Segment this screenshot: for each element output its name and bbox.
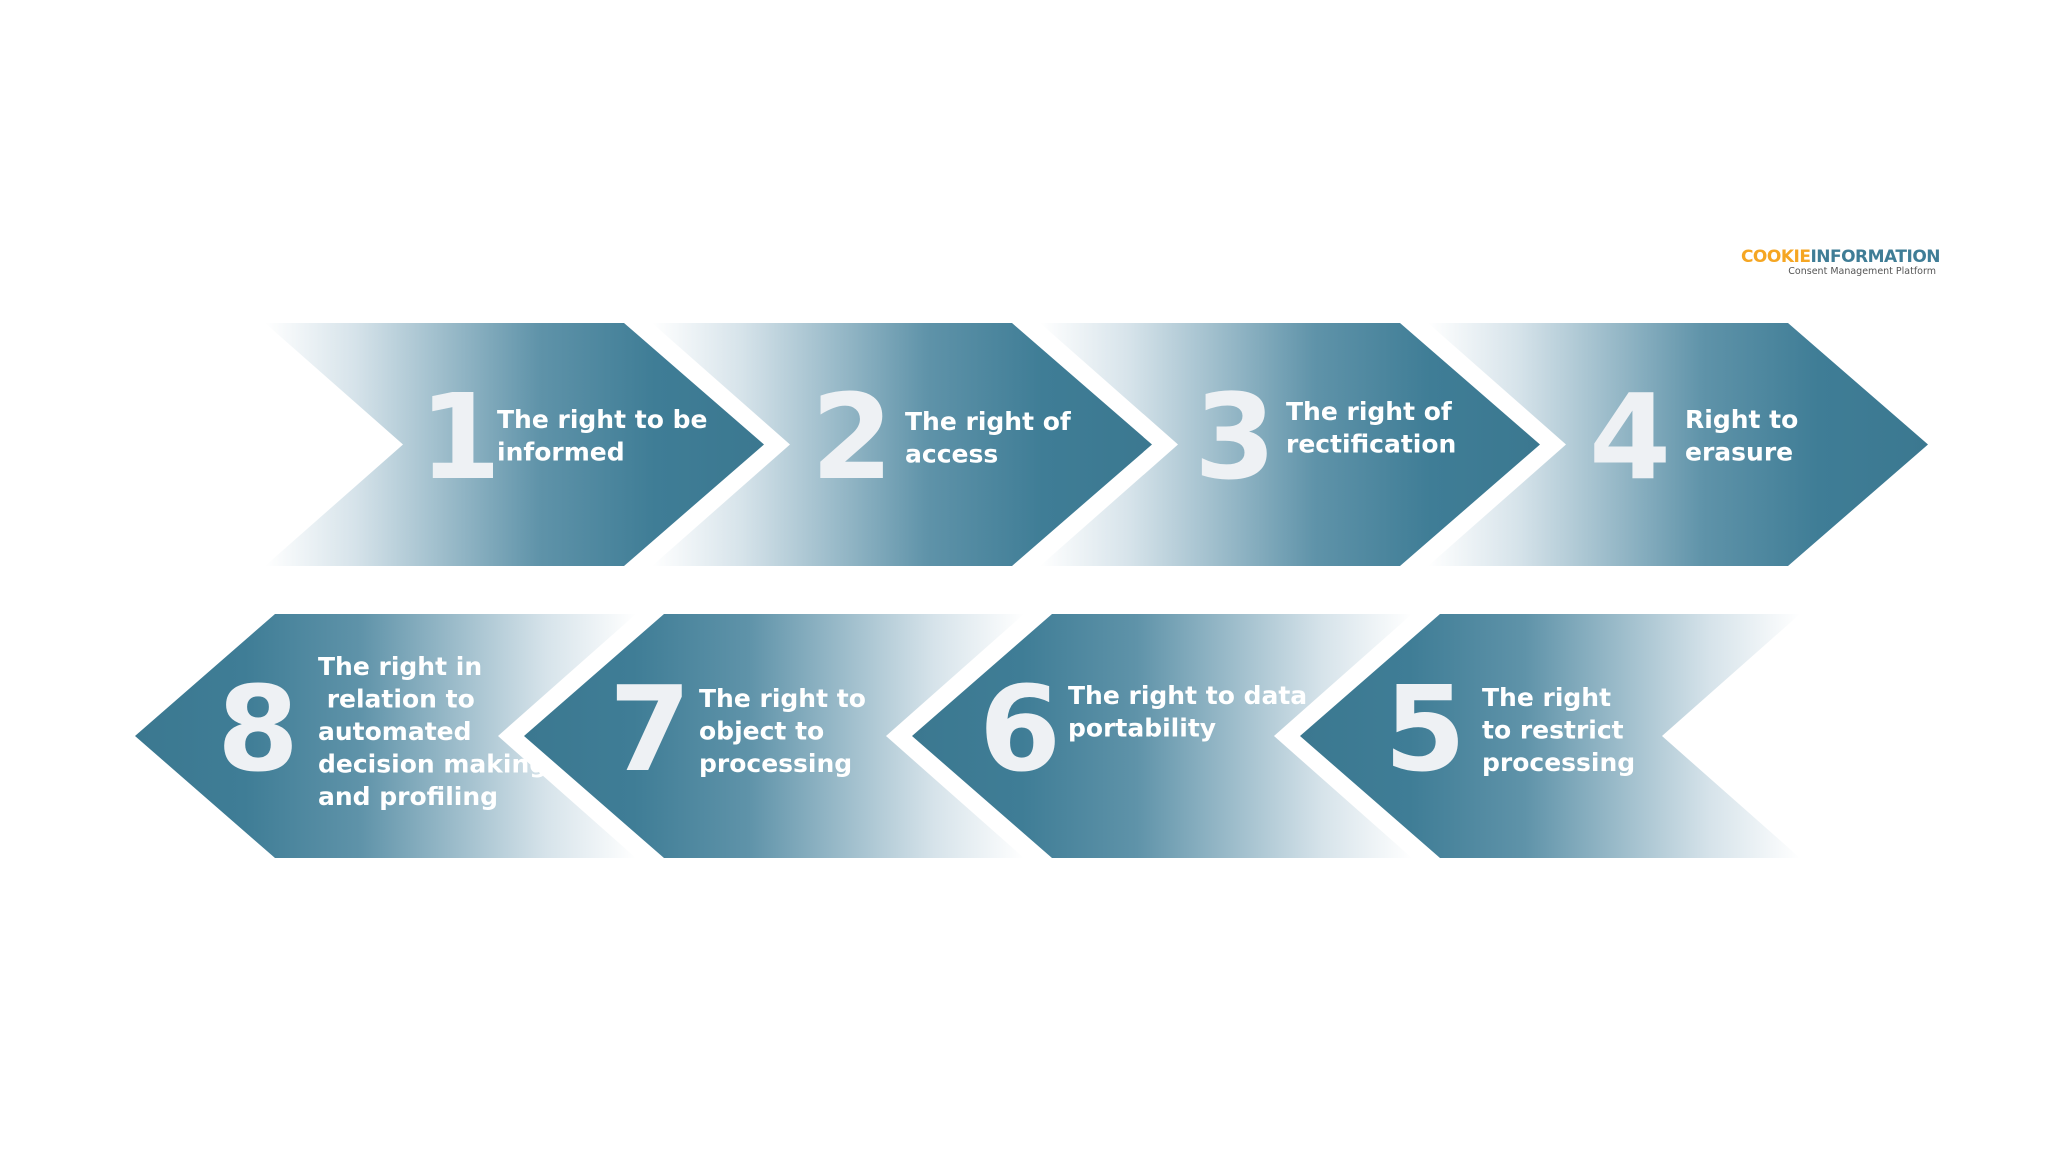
logo-wordmark: COOKIEINFORMATION xyxy=(1740,247,1941,267)
arrow-step-1 xyxy=(265,323,764,566)
step-8-number: 8 xyxy=(217,660,299,798)
step-1-label-line: The right to be xyxy=(497,405,707,434)
cookie-information-logo: COOKIEINFORMATION Consent Management Pla… xyxy=(1740,247,1941,277)
step-8-label-line: and profiling xyxy=(318,782,498,811)
step-7-label: The right to object to processing xyxy=(699,684,866,778)
step-6-label-line: The right to data xyxy=(1068,681,1307,710)
step-8-label-line: decision making xyxy=(318,750,547,779)
step-5-label-line: processing xyxy=(1482,748,1635,777)
step-2-label-line: The right of xyxy=(905,407,1072,436)
step-5-label: The right to restrict processing xyxy=(1482,683,1635,777)
arrow-step-8 xyxy=(135,614,636,858)
arrows-layer xyxy=(135,323,1928,858)
step-1-label-line: informed xyxy=(497,438,625,467)
arrow-step-6 xyxy=(912,614,1412,858)
arrow-step-4 xyxy=(1428,323,1928,566)
step-8-label-line: automated xyxy=(318,717,472,746)
logo-word-cookie: COOKIE xyxy=(1740,247,1811,267)
step-8-label-line: The right in xyxy=(318,652,482,681)
step-7-label-line: The right to xyxy=(699,684,866,713)
step-2-number: 2 xyxy=(811,368,893,506)
arrow-step-7 xyxy=(524,614,1024,858)
step-7-label-line: object to xyxy=(699,717,824,746)
step-5-label-line: to restrict xyxy=(1482,716,1624,745)
step-4-label: Right to erasure xyxy=(1685,405,1798,467)
step-7-number: 7 xyxy=(609,660,691,798)
step-3-label-line: rectification xyxy=(1286,430,1456,459)
arrow-step-2 xyxy=(652,323,1152,566)
step-8-label: The right in relation to automated decisio… xyxy=(318,652,547,811)
step-3-label-line: The right of xyxy=(1286,397,1453,426)
step-2-label-line: access xyxy=(905,440,998,469)
step-3-number: 3 xyxy=(1194,368,1276,506)
logo-tagline: Consent Management Platform xyxy=(1788,266,1936,277)
arrow-step-3 xyxy=(1040,323,1540,566)
step-1-label: The right to be informed xyxy=(497,405,707,467)
step-2-label: The right of access xyxy=(905,407,1072,469)
step-1-number: 1 xyxy=(419,368,501,506)
step-6-label-line: portability xyxy=(1068,714,1216,743)
step-4-label-line: erasure xyxy=(1685,438,1793,467)
arrow-step-5 xyxy=(1300,614,1800,858)
step-7-label-line: processing xyxy=(699,749,852,778)
step-6-label: The right to data portability xyxy=(1068,681,1307,743)
logo-word-information: INFORMATION xyxy=(1810,247,1940,267)
step-5-number: 5 xyxy=(1384,660,1466,798)
step-6-number: 6 xyxy=(979,660,1061,798)
step-4-number: 4 xyxy=(1589,368,1671,506)
step-4-label-line: Right to xyxy=(1685,405,1798,434)
step-8-label-line: relation to xyxy=(318,685,475,714)
step-3-label: The right of rectification xyxy=(1286,397,1456,459)
step-5-label-line: The right xyxy=(1482,683,1611,712)
